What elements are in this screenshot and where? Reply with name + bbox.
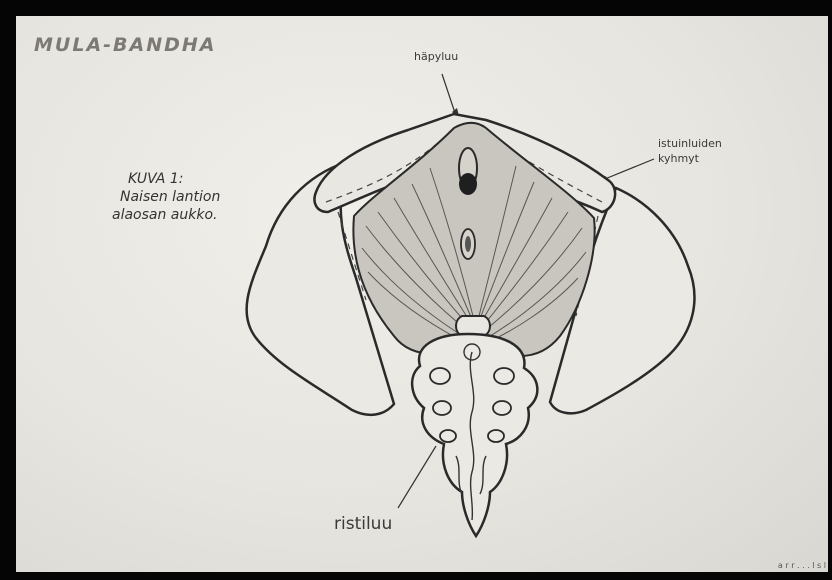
sacrum-pointer-line	[398, 446, 436, 508]
anal-center	[465, 236, 471, 252]
sacrum-bone	[412, 334, 537, 536]
vaginal-opening	[459, 173, 477, 195]
ischial-pointer-line	[600, 159, 654, 181]
book-page: MULA-BANDHA KUVA 1: Naisen lantion alaos…	[16, 16, 828, 572]
page-corner-text: a r r . . . l s l	[778, 561, 826, 570]
pelvis-illustration	[16, 16, 828, 572]
pubic-pointer-line	[442, 74, 456, 116]
